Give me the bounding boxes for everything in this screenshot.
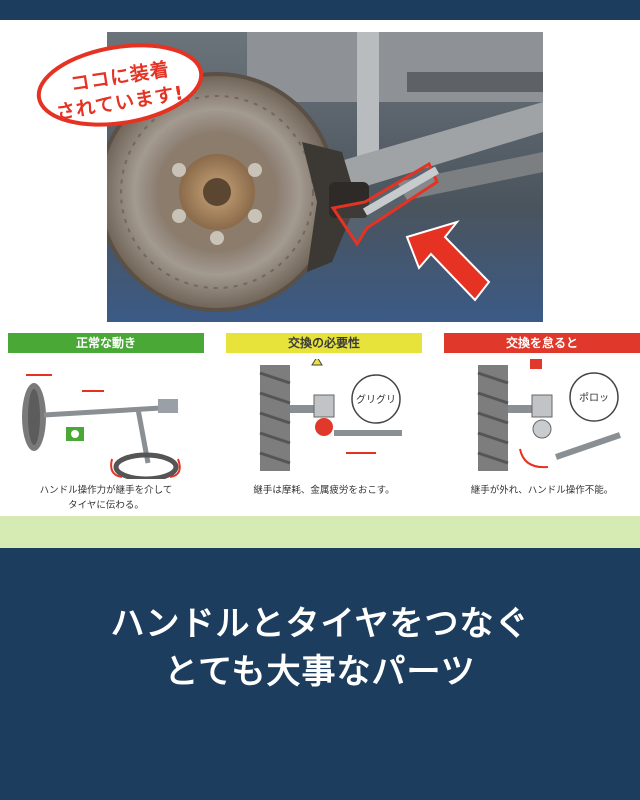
section-normal: 正常な動き ハンドル操作力が継手を介して タイヤに伝わる。 — [8, 333, 204, 533]
caption-line: 継手は摩耗、金属疲労をおこす。 — [253, 485, 395, 496]
decorative-band — [0, 516, 640, 548]
headline-line-2: とても大事なパーツ — [164, 652, 476, 692]
caption-line: タイヤに伝わる。 — [68, 500, 144, 511]
caption-line: 継手が外れ、ハンドル操作不能。 — [470, 485, 614, 496]
section-normal-caption: ハンドル操作力が継手を介して タイヤに伝わる。 — [8, 483, 204, 513]
section-neglect-title: 交換を怠ると — [444, 333, 640, 353]
x-mark-icon — [530, 359, 542, 369]
wear-diagram: グリグリ — [259, 359, 402, 471]
section-need-caption: 継手は摩耗、金属疲労をおこす。 — [226, 483, 422, 498]
failure-diagram: ポロッ — [477, 359, 621, 471]
caption-line: ハンドル操作力が継手を介して — [39, 485, 173, 496]
headline: ハンドルとタイヤをつなぐ とても大事なパーツ — [0, 600, 640, 696]
section-normal-title: 正常な動き — [8, 333, 204, 353]
headline-line-1: ハンドルとタイヤをつなぐ — [110, 604, 530, 644]
brake-photo-drawing — [107, 32, 543, 322]
section-need-title: 交換の必要性 — [226, 333, 422, 353]
brake-assembly-photo — [107, 32, 543, 322]
section-neglect: 交換を怠ると ポロッ 継手が外れ、ハンドル操作不能。 — [444, 333, 640, 533]
section-need: 交換の必要性 グリグリ 継手は摩耗、金属疲労をおこす。 — [226, 333, 422, 533]
wear-annotation: グリグリ — [356, 393, 396, 406]
callout-badge: ココに装着 されています! — [34, 42, 206, 128]
normal-movement-diagram — [22, 374, 181, 479]
warning-triangle-icon — [311, 359, 323, 366]
callout-bubble-shape — [36, 43, 204, 127]
failure-annotation: ポロッ — [579, 392, 609, 404]
section-neglect-caption: 継手が外れ、ハンドル操作不能。 — [444, 483, 640, 498]
illustration-panel: ココに装着 されています! 正常な動き ハンドル操作力が継手を介して タイヤに伝… — [0, 20, 640, 548]
